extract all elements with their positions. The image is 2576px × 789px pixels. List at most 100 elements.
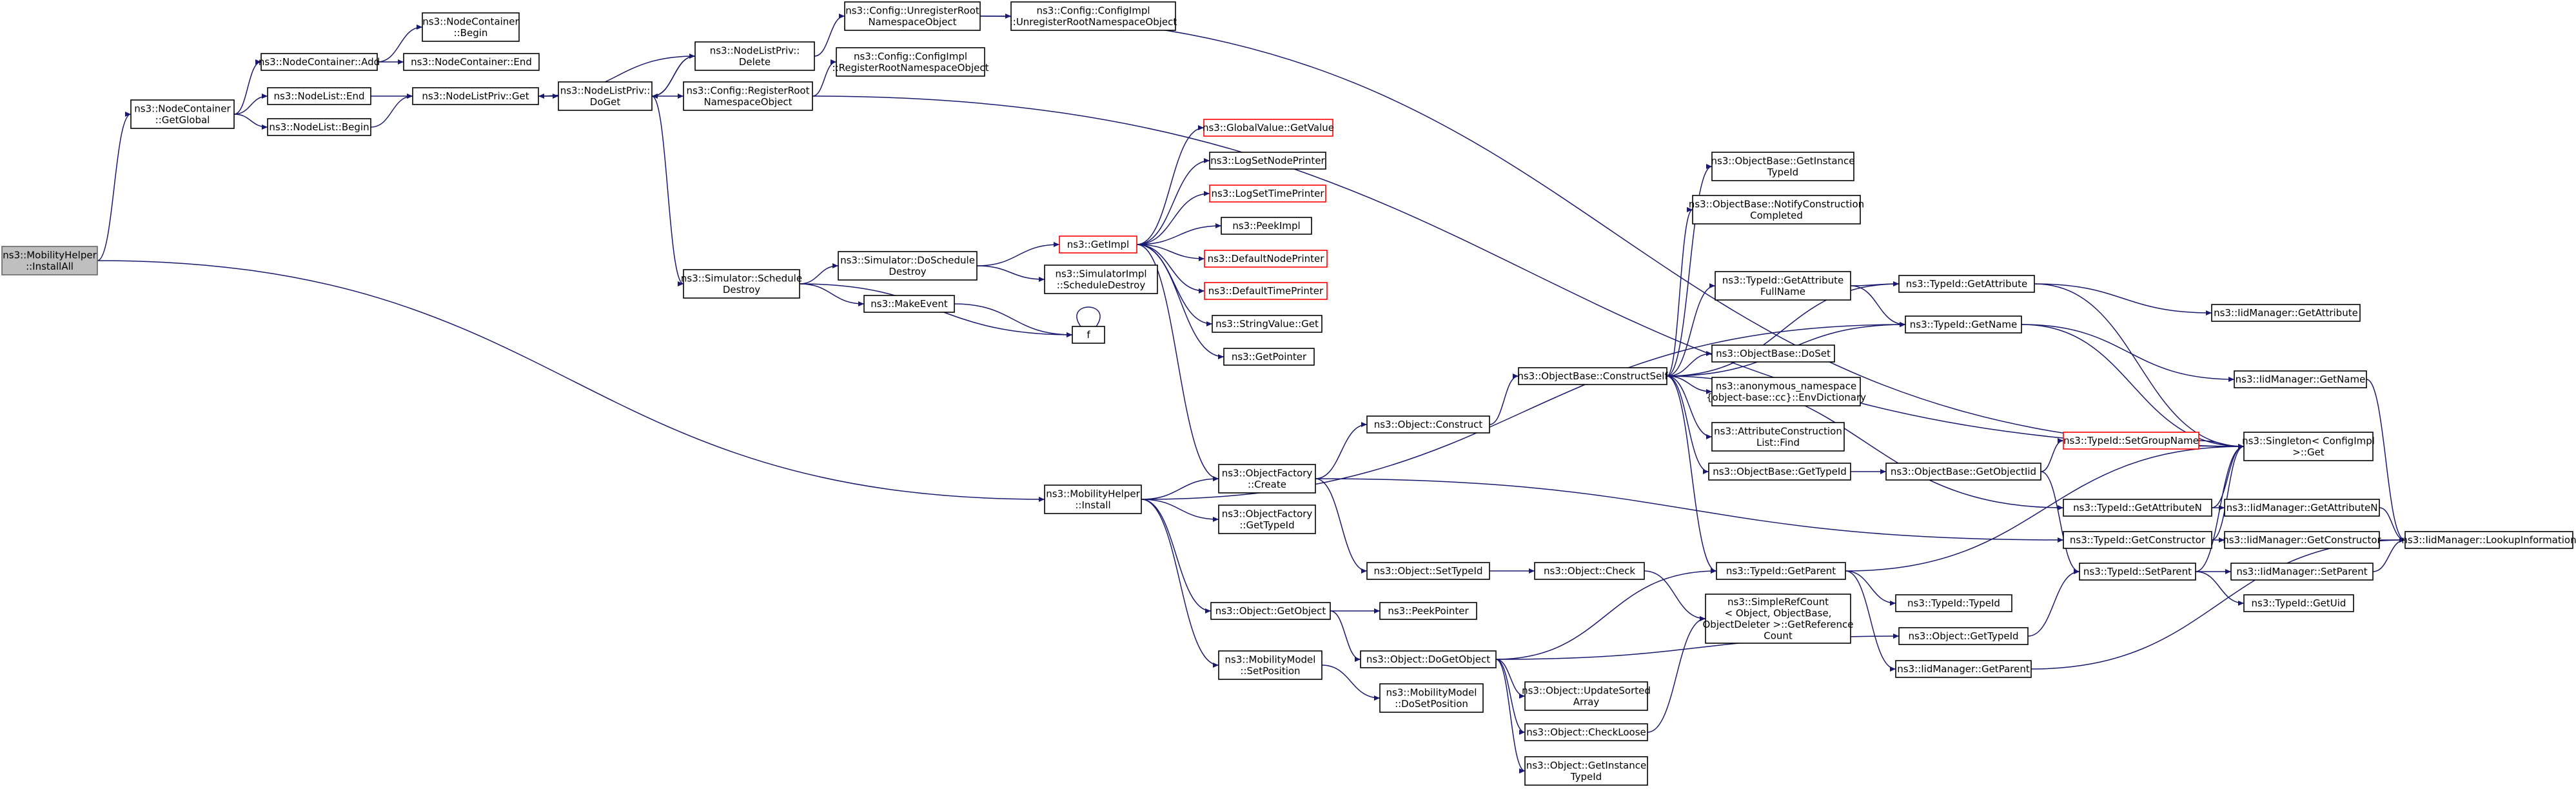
node-box	[1, 246, 98, 275]
edge-obConstructSelf-to-tidGetParent	[1666, 375, 1717, 572]
node-iidGetAttributeN[interactable]: ns3::IidManager::GetAttributeN	[2224, 499, 2380, 517]
edge-tidSetParent-to-tidGetUid	[2195, 571, 2245, 604]
node-label: ns3::TypeId::GetUid	[2252, 597, 2346, 609]
node-root[interactable]: ns3::MobilityHelper::InstallAll	[1, 246, 98, 275]
node-mmDoSetPosition[interactable]: ns3::MobilityModel::DoSetPosition	[1379, 683, 1484, 713]
node-iidLookupInformation[interactable]: ns3::IidManager::LookupInformation	[2401, 531, 2576, 549]
node-obConstructSelf[interactable]: ns3::ObjectBase::ConstructSelf	[1517, 367, 1668, 385]
node-obDoSet[interactable]: ns3::ObjectBase::DoSet	[1711, 345, 1835, 363]
node-tidGetConstructor[interactable]: ns3::TypeId::GetConstructor	[2063, 531, 2212, 549]
node-logSetNodePrinter[interactable]: ns3::LogSetNodePrinter	[1209, 152, 1326, 170]
node-box	[1524, 723, 1648, 741]
arrowhead-getImpl-to-logSetTimePrinter	[1204, 191, 1210, 196]
node-tidSetGroupName[interactable]: ns3::TypeId::SetGroupName	[2063, 432, 2199, 450]
node-ofCreate[interactable]: ns3::ObjectFactory::Create	[1218, 464, 1316, 494]
node-obGetTypeId[interactable]: ns3::ObjectBase::GetTypeId	[1708, 463, 1851, 481]
node-label: List::Find	[1756, 437, 1800, 448]
node-nlpDoGet[interactable]: ns3::NodeListPriv::DoGet	[558, 81, 653, 111]
node-objConstruct[interactable]: ns3::Object::Construct	[1366, 415, 1490, 434]
node-objGetTypeId[interactable]: ns3::Object::GetTypeId	[1898, 627, 2029, 645]
node-box	[261, 53, 378, 71]
node-ncEnd[interactable]: ns3::NodeContainer::End	[403, 53, 540, 71]
edge-simSchedDestroy-to-simDoSchedDestroy	[799, 265, 839, 285]
node-envDictionary[interactable]: ns3::anonymous_namespace{object-base::cc…	[1706, 377, 1866, 406]
node-label: Array	[1573, 696, 1600, 708]
node-label: ns3::TypeId::TypeId	[1907, 597, 2000, 609]
node-cfgReg[interactable]: ns3::Config::RegisterRootNamespaceObject	[683, 81, 813, 111]
node-objDoGetObject[interactable]: ns3::Object::DoGetObject	[1360, 650, 1497, 668]
node-box	[2230, 563, 2374, 581]
node-box	[1379, 683, 1484, 713]
node-tidGetAttribute[interactable]: ns3::TypeId::GetAttribute	[1898, 275, 2035, 293]
node-label: ns3::Config::ConfigImpl	[854, 50, 967, 62]
node-tidTypeId[interactable]: ns3::TypeId::TypeId	[1895, 594, 2012, 612]
node-gvGetValue[interactable]: ns3::GlobalValue::GetValue	[1203, 119, 1334, 137]
node-label: ns3::LogSetNodePrinter	[1210, 155, 1325, 166]
node-nlBegin[interactable]: ns3::NodeList::Begin	[267, 118, 371, 136]
node-label: ns3::Simulator::DoSchedule	[840, 254, 975, 266]
node-nlpDelete[interactable]: ns3::NodeListPriv::Delete	[694, 41, 815, 71]
node-iidSetParent[interactable]: ns3::IidManager::SetParent	[2230, 563, 2374, 581]
node-f[interactable]: f	[1072, 326, 1105, 344]
node-obGetObjectIid[interactable]: ns3::ObjectBase::GetObjectIid	[1885, 463, 2041, 481]
node-box	[2063, 432, 2199, 450]
node-nlpGet[interactable]: ns3::NodeListPriv::Get	[412, 87, 539, 105]
node-label: ns3::anonymous_namespace	[1716, 380, 1856, 392]
node-simpleRefCount[interactable]: ns3::SimpleRefCount< Object, ObjectBase,…	[1702, 594, 1854, 644]
node-logSetTimePrinter[interactable]: ns3::LogSetTimePrinter	[1209, 185, 1326, 203]
node-tidGetParent[interactable]: ns3::TypeId::GetParent	[1716, 562, 1846, 580]
node-objCheck[interactable]: ns3::Object::Check	[1534, 562, 1645, 580]
node-simSchedDestroy[interactable]: ns3::Simulator::ScheduleDestroy	[681, 269, 802, 299]
node-ofGetTypeId[interactable]: ns3::ObjectFactory::GetTypeId	[1218, 504, 1316, 534]
edge-nlpDelete-to-nlpDoGet	[651, 55, 696, 97]
node-objGetObject[interactable]: ns3::Object::GetObject	[1210, 602, 1331, 620]
node-iidGetParent[interactable]: ns3::IidManager::GetParent	[1895, 660, 2032, 678]
node-box	[1221, 217, 1312, 235]
node-tidGetAttributeN[interactable]: ns3::TypeId::GetAttributeN	[2063, 499, 2212, 517]
node-getImpl[interactable]: ns3::GetImpl	[1059, 235, 1137, 254]
node-tidGetName[interactable]: ns3::TypeId::GetName	[1905, 315, 2022, 334]
node-defaultNodePrinter[interactable]: ns3::DefaultNodePrinter	[1204, 250, 1328, 268]
node-iidGetAttribute[interactable]: ns3::IidManager::GetAttribute	[2211, 304, 2361, 322]
node-label: ns3::NodeContainer	[422, 15, 519, 27]
node-obNotifyConstruction[interactable]: ns3::ObjectBase::NotifyConstructionCompl…	[1689, 195, 1864, 225]
node-simImplSchedDestroy[interactable]: ns3::SimulatorImpl::ScheduleDestroy	[1044, 265, 1158, 294]
node-mmSetPosition[interactable]: ns3::MobilityModel::SetPosition	[1218, 650, 1322, 680]
node-makeEvent[interactable]: ns3::MakeEvent	[863, 295, 955, 313]
node-mhInstall[interactable]: ns3::MobilityHelper::Install	[1044, 484, 1142, 514]
node-nlEnd[interactable]: ns3::NodeList::End	[267, 87, 371, 105]
node-ncBegin[interactable]: ns3::NodeContainer::Begin	[422, 12, 520, 42]
node-objCheckLoose[interactable]: ns3::Object::CheckLoose	[1524, 723, 1648, 741]
edge-mmSetPosition-to-mmDoSetPosition	[1321, 664, 1381, 699]
node-box	[1209, 152, 1326, 170]
node-cfgImplReg[interactable]: ns3::Config::ConfigImpl::RegisterRootNam…	[832, 47, 989, 77]
edge-objConstruct-to-obConstructSelf	[1489, 375, 1519, 425]
node-tidGetUid[interactable]: ns3::TypeId::GetUid	[2243, 594, 2354, 612]
node-label: ns3::SimulatorImpl	[1055, 268, 1146, 279]
arrowhead-objGetObject-to-peekPointer	[1374, 608, 1380, 614]
node-cfgImplUnreg[interactable]: ns3::Config::ConfigImpl::UnregisterRootN…	[1010, 1, 1177, 31]
node-getPointer[interactable]: ns3::GetPointer	[1223, 348, 1315, 366]
node-defaultTimePrinter[interactable]: ns3::DefaultTimePrinter	[1204, 282, 1328, 300]
node-ncAdd[interactable]: ns3::NodeContainer::Add	[259, 53, 380, 71]
node-label: ::GetGlobal	[155, 114, 210, 126]
arrowhead-iidSetParent-to-iidLookupInformation	[2399, 537, 2405, 543]
node-ncGetGlobal[interactable]: ns3::NodeContainer::GetGlobal	[130, 99, 235, 129]
node-iidGetConstructor[interactable]: ns3::IidManager::GetConstructor	[2223, 531, 2382, 549]
node-singletonGet[interactable]: ns3::Singleton< ConfigImpl >::Get	[2242, 432, 2375, 461]
node-peekImpl[interactable]: ns3::PeekImpl	[1221, 217, 1312, 235]
node-stringValueGet[interactable]: ns3::StringValue::Get	[1212, 315, 1322, 333]
node-tidSetParent[interactable]: ns3::TypeId::SetParent	[2079, 563, 2196, 581]
node-cfgUnreg[interactable]: ns3::Config::UnregisterRootNamespaceObje…	[844, 1, 981, 31]
node-objSetTypeId[interactable]: ns3::Object::SetTypeId	[1366, 562, 1490, 580]
node-peekPointer[interactable]: ns3::PeekPointer	[1379, 602, 1477, 620]
arrowhead-makeEvent-to-f	[1067, 332, 1072, 337]
node-iidGetName[interactable]: ns3::IidManager::GetName	[2234, 370, 2367, 388]
edge-obConstructSelf-to-obGetInstanceTypeId	[1666, 166, 1713, 377]
